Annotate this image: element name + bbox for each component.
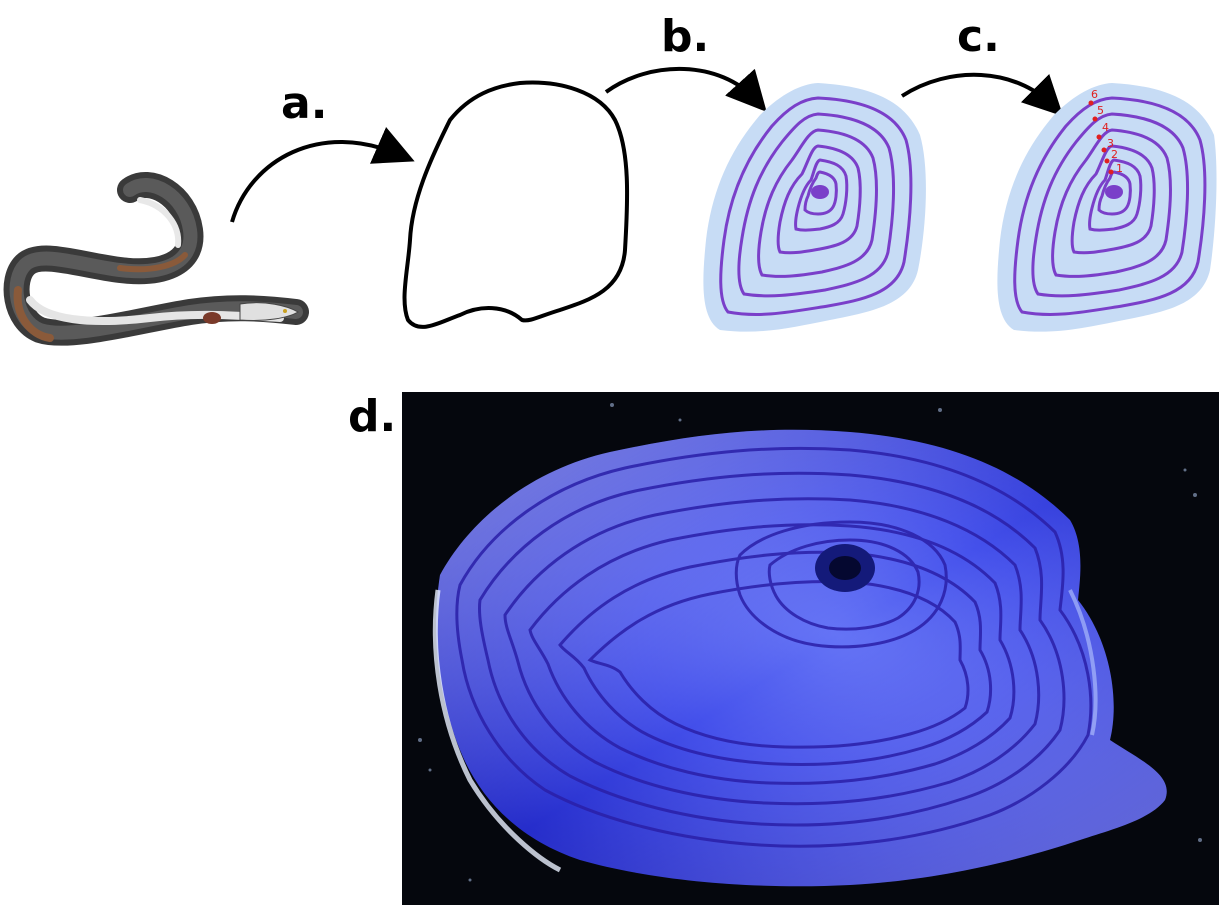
arrow-b <box>606 69 756 100</box>
otolith-annuli-icon: 1 2 3 4 5 6 <box>997 83 1216 332</box>
annulus-label-5: 5 <box>1097 104 1104 117</box>
annulus-label-6: 6 <box>1091 88 1098 101</box>
otolith-outline-icon <box>405 83 628 327</box>
arrow-c <box>902 75 1052 105</box>
eel-icon <box>17 185 298 338</box>
otolith-micrograph <box>402 392 1219 905</box>
arrow-a <box>232 142 400 222</box>
annulus-label-3: 3 <box>1107 137 1114 150</box>
otolith-rings-icon <box>703 83 926 332</box>
annulus-label-1: 1 <box>1116 162 1123 175</box>
annulus-label-4: 4 <box>1102 121 1109 134</box>
